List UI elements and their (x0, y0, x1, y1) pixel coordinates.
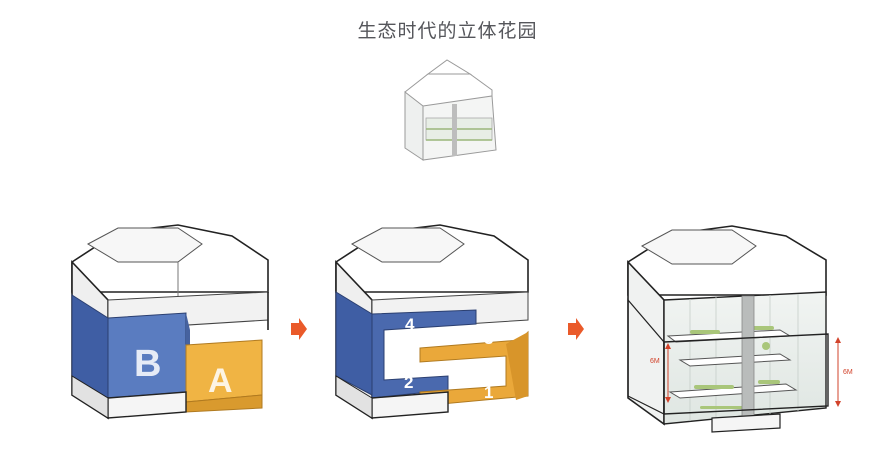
arrow-right-icon (568, 318, 584, 340)
model-volumes: B A (71, 224, 269, 420)
dimension-right: 6M (835, 337, 853, 407)
model-vertical-garden (627, 225, 829, 433)
block-label-a: A (208, 362, 233, 400)
arrow-right-icon (291, 318, 307, 340)
model-floor-sequence: 4 3 2 1 (335, 224, 529, 420)
floor-label-3: 3 (484, 329, 493, 348)
diagram-title: 生态时代的立体花园 (357, 20, 538, 42)
floor-label-2: 2 (404, 373, 413, 392)
block-label-b: B (134, 343, 161, 385)
floor-label-1: 1 (484, 383, 493, 402)
dimension-label-left: 6M (650, 358, 660, 365)
dimension-left: 6M (650, 343, 671, 403)
thumbnail-building (404, 59, 497, 161)
dimension-label-right: 6M (843, 369, 853, 376)
floor-label-4: 4 (405, 315, 415, 334)
